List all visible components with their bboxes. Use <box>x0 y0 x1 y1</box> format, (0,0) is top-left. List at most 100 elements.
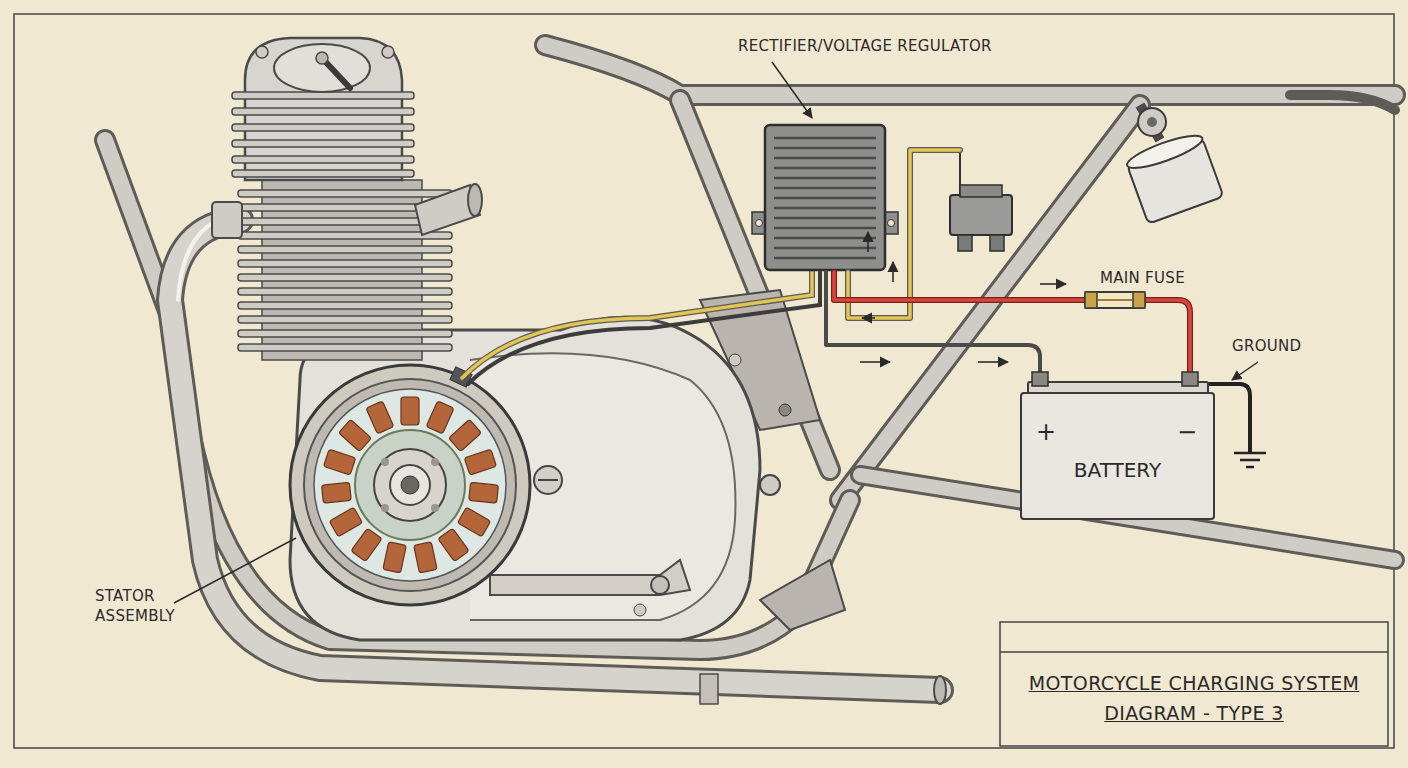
cylinder <box>238 316 452 323</box>
charge-wire <box>1145 300 1190 376</box>
stator-assembly <box>304 379 516 591</box>
regulator-rectifier <box>774 197 876 200</box>
flow-arrow <box>978 361 1008 363</box>
regulator-rectifier <box>774 227 876 230</box>
bracket-part <box>1124 105 1223 224</box>
charge-wire <box>1145 300 1190 376</box>
regulator-rectifier <box>888 220 895 227</box>
ground-symbol <box>1234 452 1266 455</box>
part-label: MAIN FUSE <box>1100 268 1185 288</box>
stator-assembly <box>351 528 382 561</box>
main-fuse <box>1097 299 1133 301</box>
stator-assembly <box>464 449 496 475</box>
part-label: STATOR ASSEMBLY <box>95 586 207 626</box>
battery-box: +−BATTERY <box>1020 392 1215 520</box>
battery-terminal <box>1182 372 1198 386</box>
exhaust-pipe <box>170 214 946 704</box>
charge-wire <box>848 150 960 318</box>
title-block <box>1000 622 1388 746</box>
flow-arrow <box>867 232 869 252</box>
stator-assembly <box>322 482 352 503</box>
crankcase <box>538 479 558 481</box>
frame-gusset <box>760 560 845 630</box>
title-block <box>1000 622 1388 746</box>
stator-assembly <box>290 365 530 605</box>
cylinder-head <box>232 108 414 115</box>
stator-assembly <box>374 449 446 521</box>
relay <box>958 235 972 251</box>
stator-wire <box>462 272 812 378</box>
regulator-rectifier <box>765 125 885 270</box>
cylinder <box>238 330 452 337</box>
part-label: RECTIFIER/VOLTAGE REGULATOR <box>738 36 992 56</box>
exhaust-pipe <box>934 676 946 704</box>
regulator-rectifier <box>774 137 876 140</box>
crankcase <box>534 466 562 494</box>
stator-assembly <box>426 401 454 434</box>
main-fuse <box>1085 292 1097 308</box>
stator-assembly <box>383 542 406 573</box>
charge-wire <box>826 272 1040 376</box>
stator-assembly <box>438 528 469 561</box>
main-fuse <box>1085 292 1145 308</box>
cylinder <box>238 232 452 239</box>
crankcase <box>760 475 780 495</box>
cylinder-head <box>232 170 414 177</box>
component-label: BATTERY <box>1022 458 1213 482</box>
regulator-rectifier <box>774 187 876 190</box>
cylinder <box>238 260 452 267</box>
title-block <box>1000 651 1388 653</box>
stator-assembly <box>431 504 439 512</box>
crankcase <box>490 560 690 595</box>
stator-assembly <box>381 504 389 512</box>
leader-line <box>772 62 812 118</box>
stator-wire <box>468 272 820 384</box>
regulator-rectifier <box>774 138 876 258</box>
stator-assembly <box>401 397 419 425</box>
regulator-rectifier <box>774 257 876 260</box>
charge-wire <box>834 272 1085 300</box>
regulator-rectifier <box>774 177 876 180</box>
regulator-rectifier <box>774 147 876 150</box>
flow-arrow <box>860 361 890 363</box>
terminal-sign: − <box>1177 418 1197 447</box>
stator-assembly <box>469 482 499 503</box>
cylinder-head <box>316 52 328 64</box>
cylinder <box>238 246 452 253</box>
stator-assembly <box>329 507 362 537</box>
cylinder-head <box>232 156 414 163</box>
part-label: GROUND <box>1232 336 1301 356</box>
regulator-rectifier <box>774 247 876 250</box>
cylinder-head <box>232 124 414 131</box>
cylinder <box>238 344 452 351</box>
main-fuse <box>1085 292 1145 308</box>
intake <box>212 202 242 238</box>
stator-assembly <box>314 389 506 581</box>
stator-assembly <box>381 458 389 466</box>
crankcase <box>634 604 646 616</box>
stator-assembly <box>449 419 482 451</box>
charge-wire <box>848 150 960 318</box>
cylinder-head <box>256 46 268 58</box>
stator-assembly <box>355 430 465 540</box>
bracket-part <box>1124 130 1223 224</box>
page-border <box>14 14 1394 748</box>
stator-wire <box>462 272 812 378</box>
regulator-rectifier <box>774 237 876 240</box>
cylinder <box>238 302 452 309</box>
bracket-part <box>1147 117 1157 127</box>
regulator-rectifier <box>774 207 876 210</box>
relay <box>990 235 1004 251</box>
leader-line <box>174 538 296 603</box>
page-border <box>14 14 1394 748</box>
ground-symbol <box>1246 466 1254 469</box>
stator-wire <box>462 272 820 384</box>
leader-line <box>174 62 1258 603</box>
flow-arrow <box>1040 283 1066 285</box>
bracket-part <box>1124 130 1205 174</box>
cylinder-head <box>232 140 414 147</box>
frame-gusset <box>779 404 791 416</box>
relay <box>950 195 1012 235</box>
